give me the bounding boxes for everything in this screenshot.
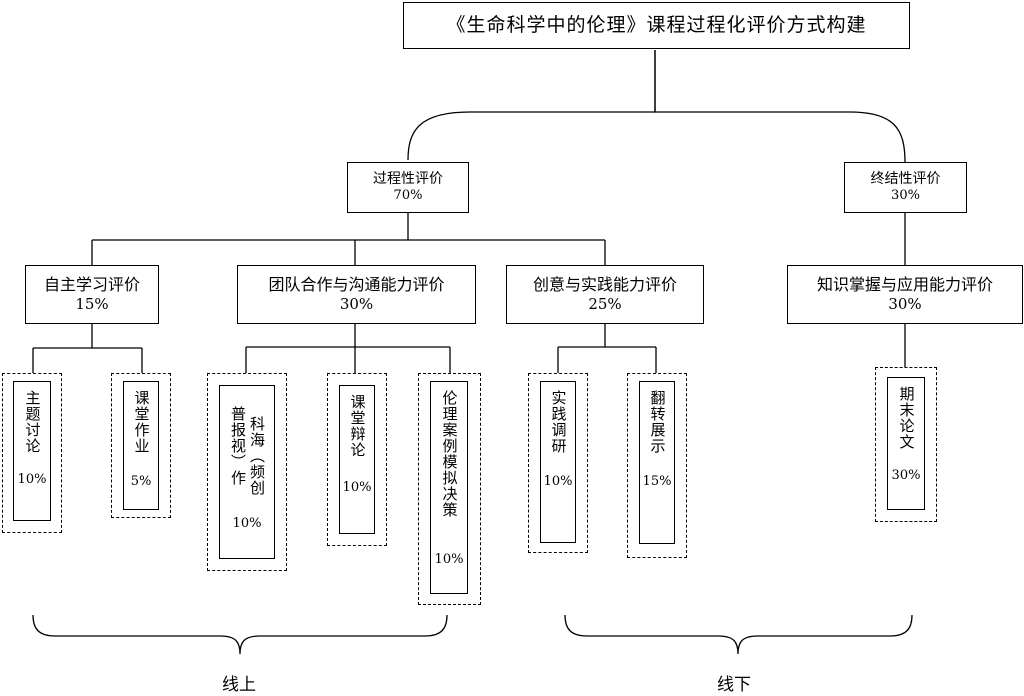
online-brace bbox=[32, 614, 448, 655]
diagram-title-box: 《生命科学中的伦理》课程过程化评价方式构建 bbox=[403, 2, 910, 49]
diagram-title: 《生命科学中的伦理》课程过程化评价方式构建 bbox=[446, 13, 867, 36]
practice-research-pct: 10% bbox=[543, 474, 573, 489]
practice-research-dashed bbox=[528, 373, 588, 553]
science-video-pct: 10% bbox=[232, 516, 262, 531]
connector-title-process bbox=[407, 50, 656, 161]
summative-evaluation-name: 终结性评价 bbox=[870, 170, 941, 187]
creative-box: 创意与实践能力评价 25% bbox=[506, 265, 704, 324]
flipped-show-dashed bbox=[627, 373, 687, 558]
final-paper-text: 期末论文 bbox=[897, 386, 916, 450]
online-label: 线上 bbox=[222, 675, 256, 695]
process-evaluation-pct: 70% bbox=[393, 188, 423, 204]
science-video-col2: 科海（频创 bbox=[248, 416, 266, 496]
topic-discussion-leaf: 主题讨论 10% bbox=[13, 381, 51, 521]
class-homework-leaf: 课堂作业 5% bbox=[123, 381, 159, 510]
knowledge-name: 知识掌握与应用能力评价 bbox=[816, 275, 993, 295]
connector-title-summative bbox=[654, 50, 906, 163]
creative-name: 创意与实践能力评价 bbox=[532, 275, 677, 295]
flipped-show-leaf: 翻转展示 15% bbox=[639, 381, 675, 544]
summative-evaluation-pct: 30% bbox=[891, 188, 920, 204]
ethics-case-dashed bbox=[418, 373, 481, 605]
topic-discussion-text: 主题讨论 bbox=[23, 390, 42, 454]
teamwork-pct: 30% bbox=[339, 295, 374, 314]
class-homework-pct: 5% bbox=[130, 474, 152, 489]
final-paper-leaf: 期末论文 30% bbox=[887, 377, 925, 510]
ethics-case-text: 伦理案例模拟决策 bbox=[440, 390, 459, 518]
teamwork-box: 团队合作与沟通能力评价 30% bbox=[237, 265, 476, 324]
science-video-leaf: 普报视）作 科海（频创 10% bbox=[219, 385, 275, 559]
class-debate-pct: 10% bbox=[342, 480, 372, 495]
self-study-box: 自主学习评价 15% bbox=[25, 265, 159, 324]
knowledge-box: 知识掌握与应用能力评价 30% bbox=[787, 265, 1023, 324]
process-evaluation-box: 过程性评价 70% bbox=[347, 162, 469, 213]
topic-discussion-dashed bbox=[2, 373, 62, 533]
self-study-name: 自主学习评价 bbox=[43, 275, 140, 295]
offline-brace bbox=[564, 614, 913, 655]
ethics-case-leaf: 伦理案例模拟决策 10% bbox=[430, 381, 468, 594]
creative-pct: 25% bbox=[588, 295, 622, 314]
knowledge-pct: 30% bbox=[888, 295, 922, 314]
practice-research-text: 实践调研 bbox=[549, 390, 568, 454]
class-homework-dashed bbox=[111, 373, 171, 518]
process-evaluation-name: 过程性评价 bbox=[373, 170, 443, 187]
science-video-col1: 普报视）作 bbox=[229, 406, 247, 486]
class-homework-text: 课堂作业 bbox=[132, 390, 151, 454]
teamwork-name: 团队合作与沟通能力评价 bbox=[268, 275, 445, 295]
offline-label: 线下 bbox=[717, 675, 751, 695]
self-study-pct: 15% bbox=[75, 295, 109, 314]
class-debate-dashed bbox=[327, 373, 387, 546]
final-paper-pct: 30% bbox=[891, 468, 921, 483]
class-debate-text: 课堂辩论 bbox=[348, 394, 367, 458]
topic-discussion-pct: 10% bbox=[17, 472, 47, 487]
class-debate-leaf: 课堂辩论 10% bbox=[339, 385, 375, 534]
flipped-show-text: 翻转展示 bbox=[648, 390, 667, 454]
final-paper-dashed bbox=[875, 367, 937, 522]
ethics-case-pct: 10% bbox=[434, 552, 464, 567]
summative-evaluation-box: 终结性评价 30% bbox=[844, 162, 967, 213]
flipped-show-pct: 15% bbox=[642, 474, 672, 489]
practice-research-leaf: 实践调研 10% bbox=[540, 381, 576, 543]
science-video-dashed bbox=[207, 373, 287, 571]
